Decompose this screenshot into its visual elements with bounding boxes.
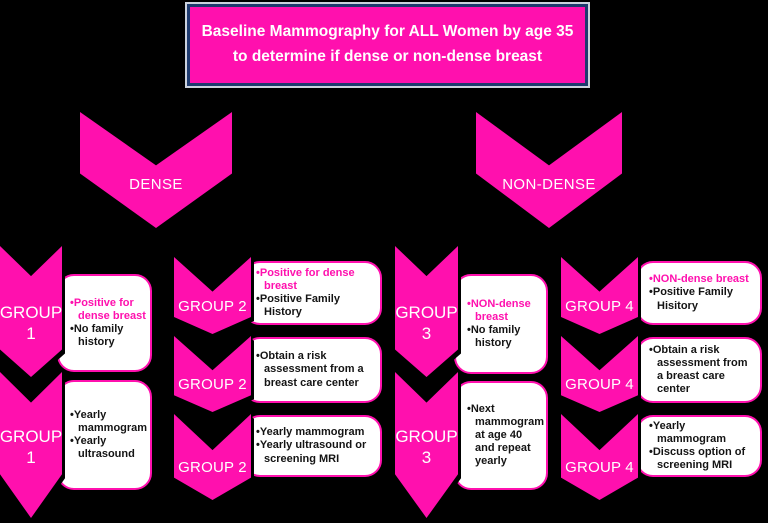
- list-item: •Positive for dense breast: [70, 296, 146, 322]
- list-item: •Next mammogram at age 40 and repeat yea…: [467, 402, 545, 468]
- non-dense-branch-chevron: NON-DENSE: [476, 112, 622, 228]
- group1-chevron-1: GROUP 1: [0, 246, 62, 377]
- list-item: •Yearly ultrasound: [70, 435, 135, 461]
- list-item: •NON-dense breast: [649, 273, 749, 286]
- group3-chevron-1: GROUP 3: [395, 246, 458, 377]
- list-item: •Positive for dense breast: [256, 266, 355, 292]
- group2-chevron-2-label: GROUP 2: [178, 376, 247, 393]
- title-line-1: Baseline Mammography for ALL Women by ag…: [201, 23, 574, 41]
- list-item: •Obtain a risk assessment from a breast …: [256, 350, 364, 389]
- group1-criteria-box: •Positive for dense breast •No family hi…: [57, 274, 152, 372]
- group4-criteria-box: •NON-dense breast •Positive Family Hisit…: [636, 261, 762, 325]
- bullet-icon: •: [649, 446, 653, 458]
- group2-chevron-3: GROUP 2: [174, 414, 251, 500]
- group3-chevron-1-label: GROUP 3: [395, 302, 458, 343]
- bullet-icon: •: [70, 408, 74, 421]
- bullet-icon: •: [256, 266, 260, 279]
- list-item: •Positive Family History: [256, 293, 340, 319]
- group2-chevron-1-label: GROUP 2: [178, 297, 247, 315]
- group4-chevron-2: GROUP 4: [561, 336, 638, 412]
- list-item: •NON-dense breast: [467, 297, 531, 323]
- bullet-icon: •: [649, 273, 653, 286]
- bullet-icon: •: [70, 435, 74, 447]
- group3-chevron-2-label: GROUP 3: [395, 426, 458, 467]
- list-item: •No family history: [70, 323, 124, 349]
- list-item: •Yearly mammogram: [70, 408, 148, 434]
- group1-plan-box: •Yearly mammogram •Yearly ultrasound: [57, 380, 152, 490]
- bullet-icon: •: [649, 419, 653, 432]
- group1-chevron-2: GROUP 1: [0, 372, 62, 518]
- group2-chevron-1: GROUP 2: [174, 257, 251, 334]
- bullet-icon: •: [256, 439, 260, 452]
- bullet-icon: •: [649, 343, 653, 356]
- list-item: •Yearly ultrasound or screening MRI: [256, 439, 367, 465]
- list-item: •Yearly mammogram: [256, 426, 365, 439]
- group4-chevron-1-label: GROUP 4: [565, 297, 634, 315]
- group2-criteria-box: •Positive for dense breast •Positive Fam…: [243, 261, 382, 325]
- group1-chevron-2-label: GROUP 1: [0, 426, 63, 467]
- list-item: •No family history: [467, 324, 521, 350]
- title-line-2: to determine if dense or non-dense breas…: [232, 48, 543, 65]
- bullet-icon: •: [649, 286, 653, 299]
- group2-chevron-3-label: GROUP 2: [178, 458, 247, 476]
- group1-chevron-1-label: GROUP 1: [0, 302, 63, 343]
- list-item: •Positive Family Hisitory: [649, 286, 733, 312]
- group4-plan-box: •Yearly mammogram •Discuss option of scr…: [636, 415, 762, 477]
- group4-chevron-2-label: GROUP 4: [565, 376, 634, 393]
- bullet-icon: •: [70, 296, 74, 309]
- dense-branch-label: DENSE: [129, 175, 183, 193]
- list-item: •Discuss option of screening MRI: [649, 446, 746, 472]
- bullet-icon: •: [467, 297, 471, 310]
- group3-chevron-2: GROUP 3: [395, 372, 458, 518]
- bullet-icon: •: [256, 350, 260, 363]
- bullet-icon: •: [467, 402, 471, 415]
- list-item: •Yearly mammogram: [649, 419, 727, 445]
- bullet-icon: •: [70, 323, 74, 335]
- group2-chevron-2: GROUP 2: [174, 336, 251, 412]
- bullet-icon: •: [467, 324, 471, 336]
- group3-criteria-box: •NON-dense breast •No family history: [454, 274, 548, 374]
- group4-assessment-box: •Obtain a risk assessment from a breast …: [636, 337, 762, 403]
- group4-chevron-3: GROUP 4: [561, 414, 638, 500]
- title-box: Baseline Mammography for ALL Women by ag…: [187, 4, 588, 86]
- group4-chevron-3-label: GROUP 4: [565, 458, 634, 476]
- list-item: •Obtain a risk assessment from a breast …: [649, 343, 748, 396]
- non-dense-branch-label: NON-DENSE: [502, 175, 596, 193]
- group4-chevron-1: GROUP 4: [561, 257, 638, 334]
- group2-assessment-box: •Obtain a risk assessment from a breast …: [243, 337, 382, 403]
- dense-branch-chevron: DENSE: [80, 112, 232, 228]
- bullet-icon: •: [256, 293, 260, 305]
- group3-plan-box: •Next mammogram at age 40 and repeat yea…: [454, 381, 548, 490]
- group2-plan-box: •Yearly mammogram •Yearly ultrasound or …: [243, 415, 382, 477]
- bullet-icon: •: [256, 426, 260, 439]
